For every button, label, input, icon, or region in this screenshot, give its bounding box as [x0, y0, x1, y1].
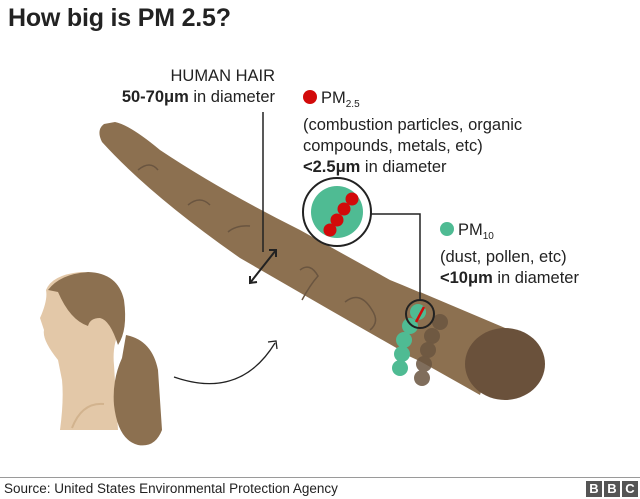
bbc-logo-letter: B [586, 481, 602, 497]
page-title: How big is PM 2.5? [8, 4, 231, 32]
pm10-subscript: 10 [482, 231, 494, 242]
pm10-label: PM10 (dust, pollen, etc) <10μm in diamet… [440, 220, 579, 289]
hair-label: HUMAN HAIR 50-70μm in diameter [100, 66, 275, 108]
pm25-description-1: (combustion particles, organic [303, 116, 523, 134]
pm10-particles [392, 304, 426, 376]
pm25-description-2: compounds, metals, etc) [303, 137, 483, 155]
hair-size-suffix: in diameter [188, 88, 275, 106]
hair-size: 50-70μm [121, 88, 189, 106]
bbc-logo-letter: B [604, 481, 620, 497]
source-text: Source: United States Environmental Prot… [4, 481, 338, 496]
pm25-size-suffix: in diameter [360, 158, 447, 176]
pm25-size: <2.5μm [303, 158, 361, 176]
pm10-dot-icon [440, 222, 454, 236]
person-illustration [40, 272, 162, 446]
hair-heading: HUMAN HAIR [170, 67, 275, 85]
magnifier-large [302, 177, 372, 247]
pm25-label: PM2.5 (combustion particles, organic com… [303, 88, 522, 178]
pm25-name: PM [321, 89, 346, 107]
footer-divider [0, 477, 640, 478]
pm25-subscript: 2.5 [345, 99, 360, 110]
bbc-logo: B B C [586, 481, 638, 497]
hair-strand [99, 122, 545, 400]
pm10-description: (dust, pollen, etc) [440, 248, 567, 266]
bbc-logo-letter: C [622, 481, 638, 497]
pm10-size: <10μm [440, 269, 493, 287]
particle-shadows [414, 314, 448, 386]
pm10-size-suffix: in diameter [492, 269, 579, 287]
pm25-dot-icon [303, 90, 317, 104]
pm10-name: PM [458, 221, 483, 239]
